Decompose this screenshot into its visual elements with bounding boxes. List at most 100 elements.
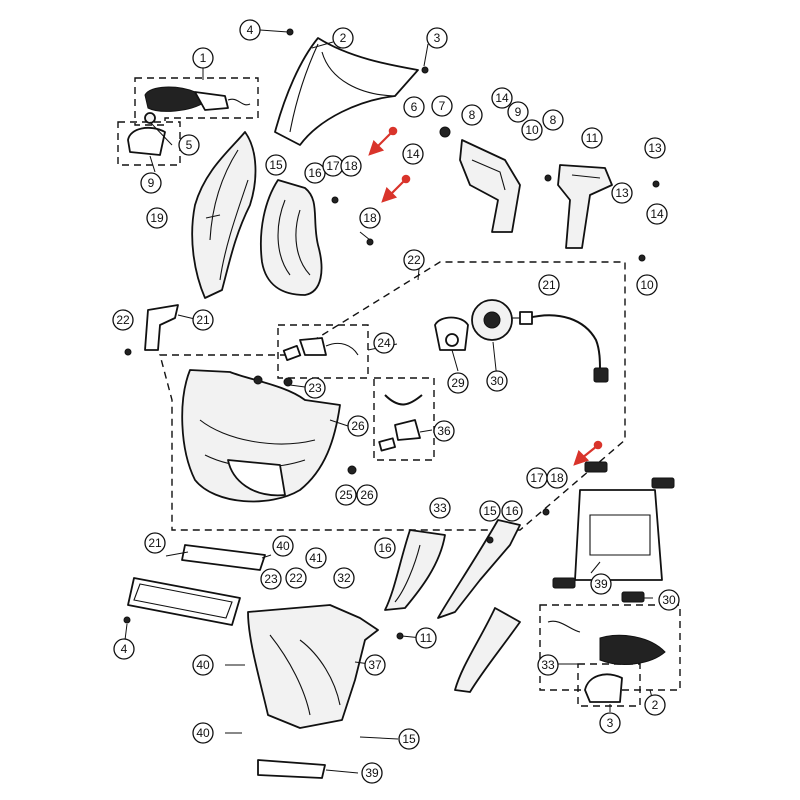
svg-text:21: 21 [542,278,556,292]
svg-text:33: 33 [541,658,555,672]
svg-text:32: 32 [337,571,351,585]
callout-10: 10 [636,274,658,296]
svg-text:3: 3 [434,31,441,45]
svg-text:22: 22 [116,313,130,327]
callout-15: 15 [479,500,501,522]
svg-text:4: 4 [121,642,128,656]
svg-text:16: 16 [378,541,392,555]
svg-text:13: 13 [648,141,662,155]
svg-text:25: 25 [339,488,353,502]
red-arrow-2 [381,174,411,203]
group-outline-9 [117,121,181,166]
svg-text:40: 40 [276,539,290,553]
svg-text:16: 16 [308,166,322,180]
svg-text:9: 9 [148,176,155,190]
svg-text:6: 6 [411,100,418,114]
callout-24: 24 [373,332,395,354]
svg-text:37: 37 [368,658,382,672]
fasteners [123,28,660,640]
callout-2: 2 [644,694,666,716]
bracket-part-8 [459,139,521,233]
callout-13: 13 [644,137,666,159]
socket-part [471,299,525,341]
highlight-arrows [368,126,603,466]
callout-36: 36 [433,420,455,442]
callout-4: 4 [239,19,261,41]
callout-21: 21 [144,532,166,554]
svg-text:17: 17 [530,471,544,485]
callout-11: 11 [581,127,603,149]
callouts: 4 2 3 1 5 9 6 7 8 14 9 10 8 11 13 12 13 … [112,19,680,784]
plate-holder-part [127,577,241,626]
callout-17: 17 [526,467,548,489]
callout-39: 39 [361,762,383,784]
callout-40: 40 [272,535,294,557]
side-cover-part-33 [384,529,446,611]
svg-text:30: 30 [490,374,504,388]
callout-22: 22 [403,249,425,271]
main-stay-part [247,604,379,729]
svg-text:15: 15 [402,732,416,746]
svg-text:41: 41 [309,551,323,565]
red-arrow-1 [368,126,398,156]
svg-text:36: 36 [437,424,451,438]
side-cover-part-left [191,131,257,299]
svg-text:23: 23 [264,572,278,586]
svg-text:10: 10 [525,123,539,137]
group-outline-22 [159,261,626,531]
bracket-part-21-left [144,304,179,351]
callout-3: 3 [426,27,448,49]
svg-text:22: 22 [407,253,421,267]
red-arrow-3 [573,440,603,466]
callout-25: 25 [335,484,357,506]
svg-text:11: 11 [586,131,599,145]
callout-18: 18 [359,207,381,229]
callout-8: 8 [461,104,483,126]
callout-33: 33 [537,654,559,676]
callout-9: 9 [507,101,529,123]
svg-text:16: 16 [505,504,519,518]
svg-text:33: 33 [433,501,447,515]
headlight-part [181,369,341,503]
callout-32: 32 [333,567,355,589]
callout-16: 16 [501,500,523,522]
callout-15: 15 [265,154,287,176]
callout-21: 21 [538,274,560,296]
callout-1: 1 [192,47,214,69]
callout-19: 19 [146,207,168,229]
callout-11: 11 [415,627,437,649]
windscreen-part [274,37,419,146]
bottom-bracket-part [257,759,326,779]
svg-text:11: 11 [420,631,433,645]
callout-16: 16 [304,162,326,184]
callout-14: 14 [491,87,513,109]
callout-23: 23 [260,568,282,590]
callout-22: 22 [285,567,307,589]
svg-text:22: 22 [289,571,303,585]
callout-16: 16 [374,537,396,559]
callout-5: 5 [178,134,200,156]
wire-harness-part [519,311,609,383]
callout-14: 14 [402,143,424,165]
turn-signal-part-top [144,86,251,112]
svg-text:4: 4 [247,23,254,37]
svg-text:8: 8 [469,108,476,122]
svg-text:18: 18 [550,471,564,485]
svg-text:19: 19 [150,211,164,225]
svg-text:18: 18 [344,159,358,173]
inner-bracket-part [259,179,323,296]
svg-text:23: 23 [308,381,322,395]
svg-text:21: 21 [196,313,210,327]
callout-15: 15 [398,728,420,750]
callout-18: 18 [340,155,362,177]
callout-40: 40 [192,722,214,744]
svg-text:1: 1 [200,51,207,65]
svg-text:8: 8 [550,113,557,127]
svg-text:17: 17 [326,159,340,173]
callout-18: 18 [546,467,568,489]
connector-part-24 [282,337,359,361]
callout-30: 30 [486,370,508,392]
svg-text:2: 2 [652,698,659,712]
mount-frame-part-right [552,461,675,603]
